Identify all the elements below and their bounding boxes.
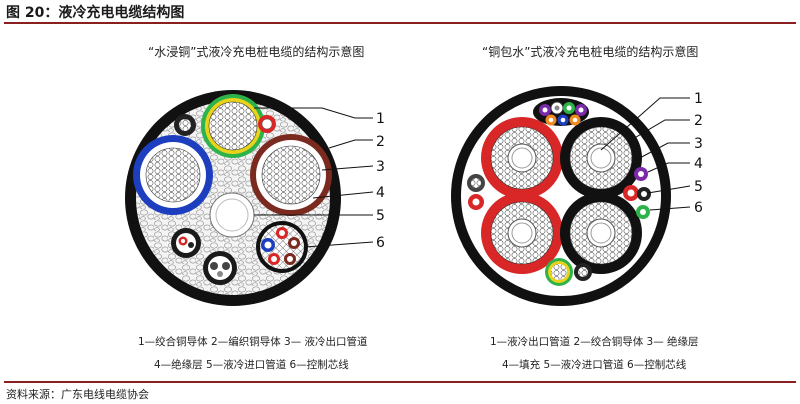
top-divider (4, 22, 796, 24)
water-in-copper-cable (125, 90, 341, 306)
left-control-bundle (256, 221, 308, 273)
right-panel-title: “铜包水”式液冷充电桩电缆的结构示意图 (482, 45, 699, 59)
source-note: 资料来源：广东电线电缆协会 (6, 388, 149, 401)
left-small-red-core (258, 115, 276, 133)
left-center-tube (209, 192, 255, 238)
left-callout-5: 5 (376, 208, 385, 224)
right-callout-5: 5 (694, 179, 703, 195)
right-legend-line-1: 1—液冷出口管道 2—绞合铜导体 3— 绝缘层 (490, 336, 699, 348)
right-callout-1: 1 (694, 91, 703, 107)
left-blue-conductor (133, 135, 213, 215)
left-control-core-b (203, 251, 237, 285)
left-top-conductor (201, 94, 265, 158)
bottom-divider (4, 381, 796, 383)
left-callout-1: 1 (376, 111, 385, 127)
right-bottom-small-cores (545, 258, 592, 286)
left-control-core-a (171, 228, 201, 258)
left-small-black-core (174, 114, 196, 136)
right-black-conductor-bottom (560, 192, 642, 274)
right-right-small-cores (623, 167, 651, 219)
right-callout-6: 6 (694, 200, 703, 216)
right-callout-lines (600, 97, 691, 211)
right-legend-line-2: 4—填充 5—液冷进口管道 6—控制芯线 (502, 359, 687, 371)
left-callout-4: 4 (376, 185, 385, 201)
left-callout-6: 6 (376, 235, 385, 251)
figure-title: 图 20：液冷充电电缆结构图 (6, 5, 185, 21)
right-callout-numbers: 1 2 3 4 5 6 (694, 91, 703, 216)
copper-wrapped-water-cable (451, 86, 671, 306)
left-panel-title: “水浸铜”式液冷充电桩电缆的结构示意图 (148, 45, 365, 59)
right-black-conductor-top (560, 117, 642, 199)
left-callout-lines (254, 107, 374, 248)
left-callout-numbers: 1 2 3 4 5 6 (376, 111, 385, 251)
left-callout-2: 2 (376, 134, 385, 150)
right-callout-3: 3 (694, 136, 703, 152)
right-red-conductor-top (481, 117, 563, 199)
right-red-conductor-bottom (481, 192, 563, 274)
right-callout-2: 2 (694, 113, 703, 129)
left-callout-3: 3 (376, 159, 385, 175)
right-top-control-cluster (533, 98, 589, 126)
left-legend-line-2: 4—绝缘层 5—液冷进口管道 6—控制芯线 (154, 359, 349, 371)
right-left-small-cores (467, 174, 485, 210)
left-legend-line-1: 1—绞合铜导体 2—编织铜导体 3— 液冷出口管道 (138, 336, 368, 348)
left-brown-conductor (250, 134, 332, 216)
right-callout-4: 4 (694, 156, 703, 172)
